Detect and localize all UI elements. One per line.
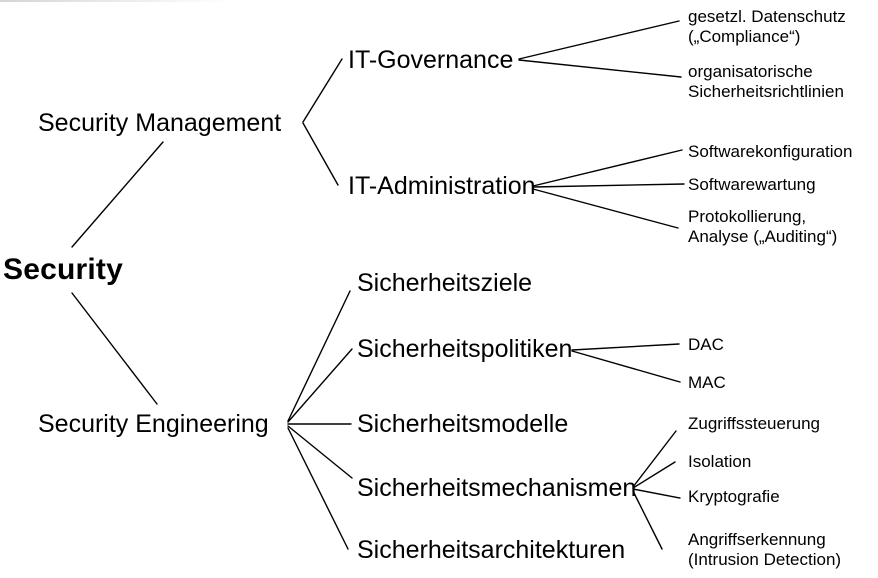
node-sicherheitsarchitekturen: Sicherheitsarchitekturen (357, 536, 626, 564)
node-sicherheitsmodelle: Sicherheitsmodelle (357, 410, 569, 438)
node-security: Security (3, 253, 123, 286)
node-sicherheitsziele: Sicherheitsziele (357, 269, 533, 297)
edge-it-administration--protokollierung-analyse (532, 188, 679, 229)
top-edge-artifact (0, 0, 232, 2)
node-security-management: Security Management (38, 109, 282, 137)
edge-security-engineering--sicherheitsziele (287, 290, 351, 422)
edge-it-governance--organisatorische-sicherheitsrichtlinien (518, 59, 682, 78)
node-softwarewartung: Softwarewartung (688, 175, 816, 194)
node-dac: DAC (688, 335, 724, 354)
edge-sicherheitspolitiken--mac (571, 350, 681, 383)
node-security-engineering: Security Engineering (38, 410, 269, 438)
edge-security-engineering--sicherheitsarchitekturen (287, 427, 349, 550)
node-it-governance: IT-Governance (348, 46, 514, 74)
edge-sicherheitsmechanismen--isolation (632, 461, 676, 489)
node-organisatorische-sicherheitsrichtlinien: organisatorische Sicherheitsrichtlinien (688, 62, 844, 101)
edge-sicherheitsmechanismen--zugriffssteuerung (632, 430, 677, 488)
edge-security--security-management (71, 141, 164, 248)
edge-sicherheitsmechanismen--kryptografie (632, 488, 681, 499)
node-sicherheitsmechanismen: Sicherheitsmechanismen (357, 474, 637, 502)
edge-security--security-engineering (71, 292, 158, 405)
edge-security-management--it-administration (302, 122, 339, 186)
edge-security-engineering--sicherheitsmechanismen (287, 425, 353, 479)
edge-it-administration--softwarewartung (532, 183, 685, 188)
node-angriffserkennung: Angriffserkennung (Intrusion Detection) (688, 530, 842, 569)
edge-security-engineering--sicherheitspolitiken (287, 348, 353, 423)
edge-security-management--it-governance (302, 58, 343, 123)
node-it-administration: IT-Administration (348, 172, 536, 200)
node-sicherheitspolitiken: Sicherheitspolitiken (357, 335, 573, 363)
node-softwarekonfiguration: Softwarekonfiguration (688, 142, 853, 161)
edge-sicherheitsmechanismen--angriffserkennung (632, 490, 663, 550)
node-zugriffssteuerung: Zugriffssteuerung (688, 414, 820, 433)
node-protokollierung-analyse: Protokollierung, Analyse („Auditing“) (688, 207, 838, 246)
edge-it-administration--softwarekonfiguration (532, 149, 683, 187)
edge-it-governance--gesetzl-datenschutz (518, 20, 680, 60)
node-isolation: Isolation (688, 452, 752, 471)
edge-sicherheitspolitiken--dac (571, 343, 680, 351)
node-gesetzl-datenschutz: gesetzl. Datenschutz („Compliance“) (688, 7, 846, 46)
node-mac: MAC (688, 373, 726, 392)
node-kryptografie: Kryptografie (688, 487, 780, 506)
